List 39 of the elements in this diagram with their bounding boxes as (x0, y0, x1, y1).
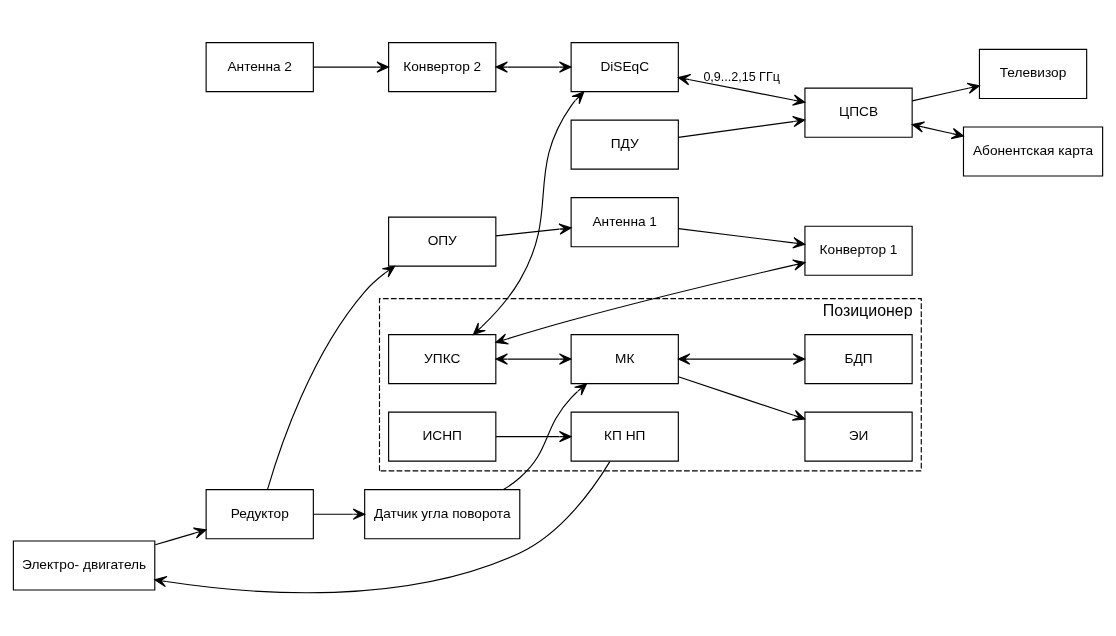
node-box: КП НП (570, 411, 679, 462)
arrow (677, 115, 806, 138)
node-box: Абонентская карта (962, 126, 1104, 177)
arrow (495, 61, 572, 73)
arrow (911, 121, 964, 140)
arrow (495, 353, 572, 365)
node-box: Конвертор 1 (804, 225, 913, 276)
arrow (502, 383, 588, 491)
arrow (495, 259, 806, 345)
node-box: ИСНП (388, 411, 497, 462)
node-box: ЭИ (804, 411, 913, 462)
node-box: ЦПСВ (804, 87, 913, 138)
arrow (312, 508, 366, 520)
node-box: УПКС (388, 334, 497, 385)
arrow (312, 61, 389, 73)
arrow (495, 430, 572, 443)
node-box: БДП (804, 334, 913, 385)
node-box: ОПУ (388, 216, 497, 267)
node-box: Электро- двигатель (12, 540, 156, 591)
node-box: DiSEqC (570, 42, 679, 93)
arrow (495, 223, 572, 237)
node-box: Телевизор (978, 48, 1088, 99)
node-box: Редуктор (205, 489, 314, 540)
node-box: Антенна 2 (205, 42, 314, 93)
node-box: Антенна 1 (570, 197, 679, 248)
arrow (677, 228, 806, 249)
arrow (911, 82, 980, 102)
edge-label: 0,9...2,15 ГГц (703, 69, 780, 84)
node-box: Датчик угла поворота (364, 489, 521, 540)
node-box: Конвертор 2 (388, 42, 497, 93)
node-box: МК (570, 334, 679, 385)
arrow (154, 527, 207, 546)
arrow (677, 353, 806, 365)
arrow (677, 74, 806, 106)
arrow (154, 461, 611, 594)
arrow (677, 376, 806, 421)
node-box: ПДУ (570, 119, 679, 170)
arrow (267, 265, 396, 490)
arrow (472, 91, 585, 336)
